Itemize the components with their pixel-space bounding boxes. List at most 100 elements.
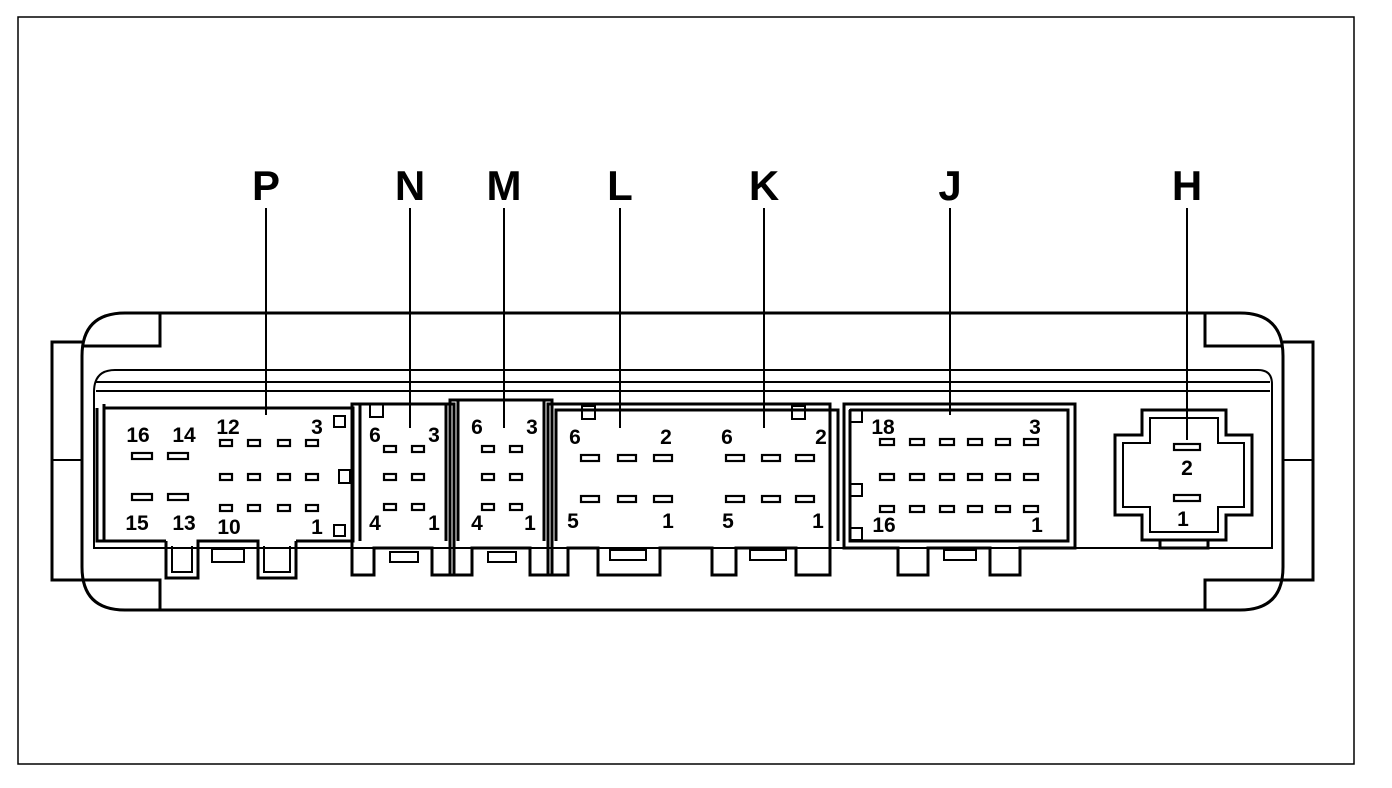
connector-n — [350, 402, 456, 577]
j-pin-slot-1-2 — [938, 472, 956, 482]
pin-label-j-18: 18 — [871, 416, 895, 439]
l-pin-slot-1-1 — [616, 494, 638, 504]
diagram-frame — [17, 16, 1355, 765]
j-pin-slot-2-4 — [994, 504, 1012, 514]
p-small-pin-slot-1-0 — [218, 472, 234, 482]
pin-label-n-3: 3 — [428, 424, 440, 447]
connector-label-j: J — [938, 162, 961, 209]
p-large-pin-slot-0-1 — [166, 451, 190, 461]
connector-label-k: K — [749, 162, 779, 209]
j-pin-slot-1-4 — [994, 472, 1012, 482]
pin-label-l-6: 6 — [569, 426, 581, 449]
pin-label-k-2: 2 — [815, 426, 827, 449]
p-small-pin-slot-0-0 — [218, 438, 234, 448]
pin-label-l-1: 1 — [662, 510, 674, 533]
pin-label-m-3: 3 — [526, 416, 538, 439]
j-pin-slot-0-2 — [938, 437, 956, 447]
n-pin-slot-0-1 — [410, 444, 426, 454]
pin-label-n-4: 4 — [369, 512, 381, 535]
p-small-pin-slot-2-1 — [246, 503, 262, 513]
pin-slots — [130, 437, 1202, 514]
j-pin-slot-1-1 — [908, 472, 926, 482]
p-small-pin-slot-1-2 — [276, 472, 292, 482]
p-large-pin-slot-0-0 — [130, 451, 154, 461]
j-pin-slot-1-5 — [1022, 472, 1040, 482]
j-pin-slot-2-1 — [908, 504, 926, 514]
pin-label-k-1: 1 — [812, 510, 824, 533]
k-pin-slot-1-1 — [760, 494, 782, 504]
j-pin-slot-1-0 — [878, 472, 896, 482]
pin-label-m-4: 4 — [471, 512, 483, 535]
l-pin-slot-1-2 — [652, 494, 674, 504]
p-small-pin-slot-1-3 — [304, 472, 320, 482]
j-pin-slot-2-0 — [878, 504, 896, 514]
pin-label-j-16: 16 — [872, 514, 895, 537]
h-pin-slot-2 — [1172, 442, 1202, 452]
j-pin-slot-1-3 — [966, 472, 984, 482]
leader-lines — [265, 208, 1188, 440]
k-pin-slot-0-1 — [760, 453, 782, 463]
connector-h — [1113, 408, 1254, 550]
pin-label-j-1: 1 — [1031, 514, 1043, 537]
n-pin-slot-1-1 — [410, 472, 426, 482]
pin-label-p-1: 1 — [311, 516, 323, 539]
pin-label-p-12: 12 — [216, 416, 239, 439]
connector-label-l: L — [607, 162, 633, 209]
p-small-pin-slot-0-3 — [304, 438, 320, 448]
pin-label-m-1: 1 — [524, 512, 536, 535]
pin-label-p-14: 14 — [172, 424, 196, 447]
p-large-pin-slot-1-1 — [166, 492, 190, 502]
m-pin-slot-1-0 — [480, 472, 496, 482]
pin-label-j-3: 3 — [1029, 416, 1041, 439]
j-pin-slot-0-5 — [1022, 437, 1040, 447]
pin-label-p-16: 16 — [126, 424, 149, 447]
k-pin-slot-0-0 — [724, 453, 746, 463]
pin-label-k-6: 6 — [721, 426, 733, 449]
j-pin-slot-2-2 — [938, 504, 956, 514]
pin-label-m-6: 6 — [471, 416, 483, 439]
pin-label-l-5: 5 — [567, 510, 579, 533]
k-pin-slot-1-0 — [724, 494, 746, 504]
j-pin-slot-0-3 — [966, 437, 984, 447]
l-pin-slot-0-1 — [616, 453, 638, 463]
p-small-pin-slot-2-0 — [218, 503, 234, 513]
connector-label-m: M — [487, 162, 522, 209]
pin-label-h-2: 2 — [1181, 457, 1193, 480]
ecu-housing — [50, 311, 1315, 612]
n-pin-slot-2-1 — [410, 502, 426, 512]
n-pin-slot-2-0 — [382, 502, 398, 512]
m-pin-slot-2-1 — [508, 502, 524, 512]
connector-m — [448, 398, 554, 577]
j-pin-slot-2-3 — [966, 504, 984, 514]
pin-label-k-5: 5 — [722, 510, 734, 533]
l-pin-slot-0-0 — [579, 453, 601, 463]
n-pin-slot-0-0 — [382, 444, 398, 454]
l-pin-slot-0-2 — [652, 453, 674, 463]
connector-p — [95, 404, 355, 580]
j-pin-slot-0-1 — [908, 437, 926, 447]
j-pin-slot-0-0 — [878, 437, 896, 447]
k-pin-slot-0-2 — [794, 453, 816, 463]
connector-lk-housing — [546, 402, 840, 577]
pin-label-n-1: 1 — [428, 512, 440, 535]
k-pin-slot-1-2 — [794, 494, 816, 504]
pin-label-p-10: 10 — [217, 516, 240, 539]
connector-label-p: P — [252, 162, 280, 209]
pin-label-l-2: 2 — [660, 426, 672, 449]
p-small-pin-slot-2-2 — [276, 503, 292, 513]
j-pin-slot-2-5 — [1022, 504, 1040, 514]
m-pin-slot-0-0 — [480, 444, 496, 454]
l-pin-slot-1-0 — [579, 494, 601, 504]
m-pin-slot-1-1 — [508, 472, 524, 482]
p-small-pin-slot-2-3 — [304, 503, 320, 513]
pin-label-n-6: 6 — [369, 424, 381, 447]
connector-label-h: H — [1172, 162, 1202, 209]
h-pin-slot-1 — [1172, 493, 1202, 503]
connector-j — [842, 402, 1077, 577]
p-large-pin-slot-1-0 — [130, 492, 154, 502]
m-pin-slot-2-0 — [480, 502, 496, 512]
pin-label-p-3: 3 — [311, 416, 323, 439]
p-small-pin-slot-0-1 — [246, 438, 262, 448]
p-small-pin-slot-0-2 — [276, 438, 292, 448]
